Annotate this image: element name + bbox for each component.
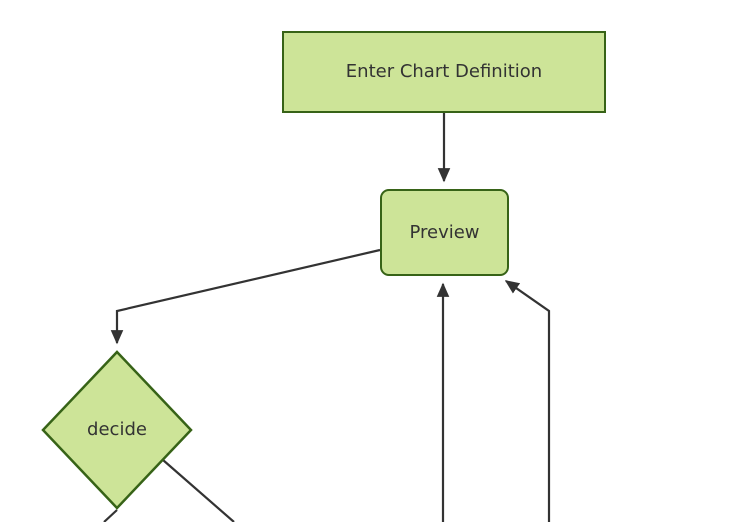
node-label: decide bbox=[87, 419, 147, 440]
node-preview[interactable]: Preview bbox=[380, 189, 509, 276]
node-enter-chart-definition[interactable]: Enter Chart Definition bbox=[282, 31, 606, 113]
edge-decide-to-offscreen-right bbox=[162, 459, 235, 522]
node-decide[interactable]: decide bbox=[41, 350, 193, 510]
edge-decide-to-offscreen-left bbox=[103, 509, 118, 522]
diamond-shape bbox=[41, 350, 193, 510]
edge-bottom-right-to-preview bbox=[504, 280, 551, 522]
edge-preview-to-decide bbox=[110, 248, 381, 345]
node-label: Enter Chart Definition bbox=[345, 61, 543, 82]
node-label: Preview bbox=[409, 221, 480, 243]
